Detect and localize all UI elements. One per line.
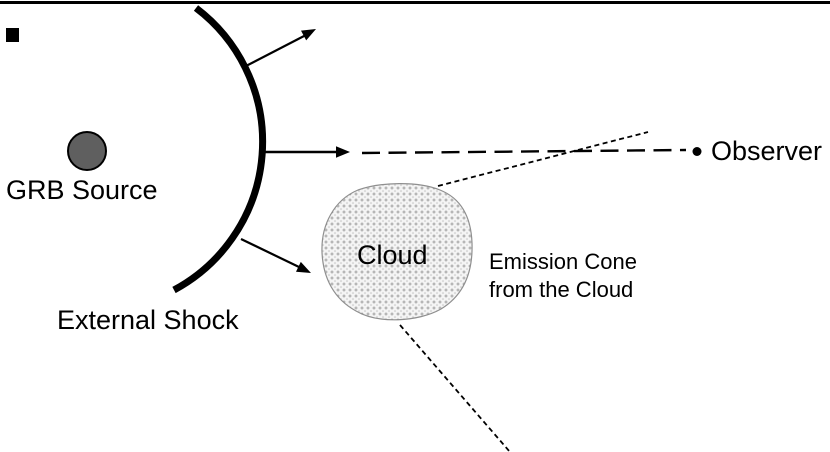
external-shock-arc: [172, 5, 267, 294]
emission-cone-label: Emission Cone from the Cloud: [489, 248, 637, 304]
cloud-label: Cloud: [357, 240, 428, 270]
emission-cone-upper-line: [437, 131, 649, 187]
grb-source-label: GRB Source: [6, 175, 158, 205]
observer-dot: [692, 147, 702, 156]
shock-arrow-lower: [240, 238, 311, 273]
grb-source-dot: [67, 131, 107, 171]
line-of-sight-dashed: [361, 148, 687, 155]
shock-arrow-upper: [245, 29, 316, 67]
shock-arrow-middle: [263, 146, 350, 158]
emission-cone-lower-line: [399, 324, 511, 452]
emission-cone-label-line1: Emission Cone: [489, 249, 637, 274]
emission-cone-label-line2: from the Cloud: [489, 277, 634, 302]
external-shock-label: External Shock: [57, 305, 239, 335]
corner-mark: [6, 28, 19, 42]
observer-label: Observer: [711, 136, 823, 166]
cloud-blob: [321, 183, 473, 321]
